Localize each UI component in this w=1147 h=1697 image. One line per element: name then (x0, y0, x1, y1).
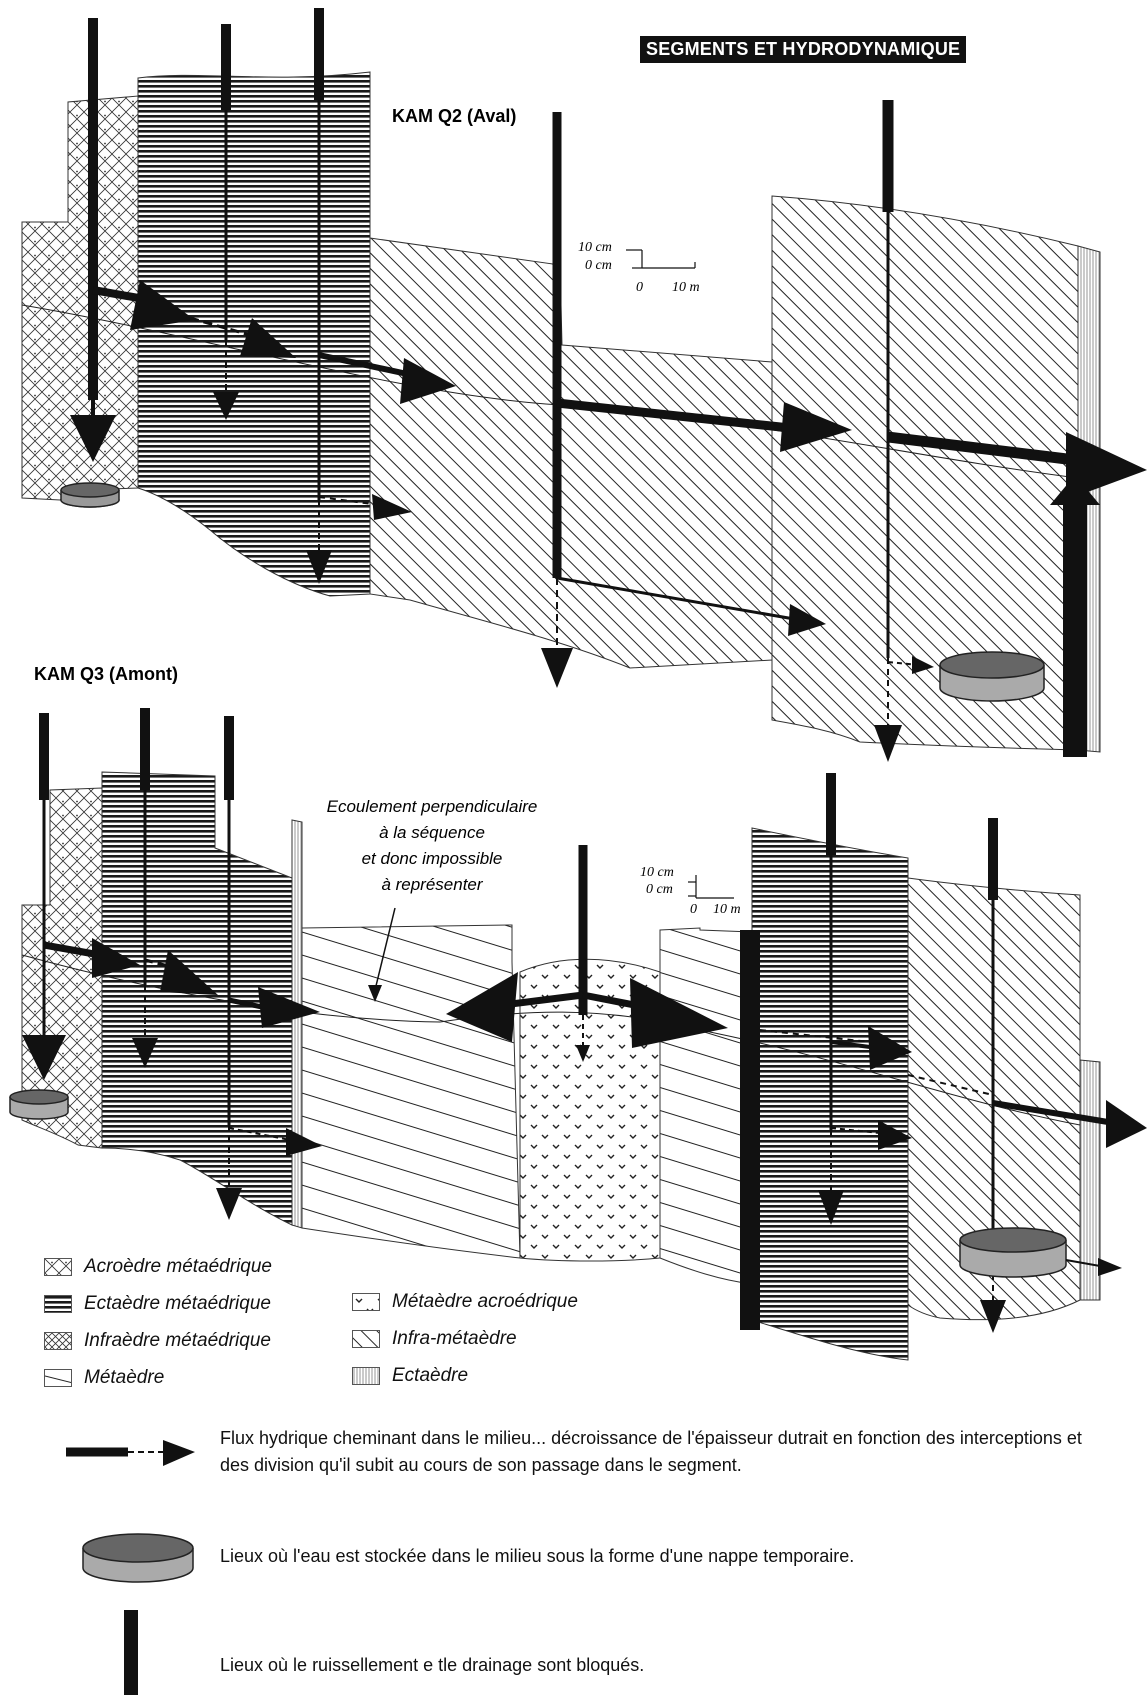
lower-metaedre-layer-right (659, 927, 753, 1285)
legend-label: Acroèdre métaédrique (84, 1256, 272, 1277)
annotation-line-2: à la séquence (379, 823, 485, 842)
lower-scale-hzero: 0 (690, 902, 697, 917)
lower-nappe-left (9, 1089, 69, 1120)
legend-item-meta-acro: Métaèdre acroédrique (352, 1290, 578, 1314)
lower-scale-vtop: 10 cm (640, 865, 674, 880)
legend-swatch-acro-meta (44, 1258, 72, 1276)
legend-item-ectaedre: Ectaèdre (352, 1364, 468, 1388)
upper-inframetaedre-layer-a (369, 237, 773, 669)
diagram-title: SEGMENTS ET HYDRODYNAMIQUE (640, 36, 967, 63)
upper-scale-hzero: 0 (636, 280, 643, 295)
upper-section (21, 8, 1147, 762)
annotation-note: Ecoulement perpendiculaire à la séquence… (282, 794, 582, 898)
legend-label: Métaèdre acroédrique (392, 1291, 578, 1312)
legend-swatch-ectaedre (352, 1367, 380, 1385)
lower-scale-vzero: 0 cm (646, 882, 673, 897)
lower-water-table (21, 954, 1081, 1126)
legend-item-acro-meta: Acroèdre métaédrique (44, 1255, 272, 1279)
key-blocked-symbol (124, 1610, 138, 1695)
legend-label: Ectaèdre métaédrique (84, 1293, 271, 1314)
legend-label: Infra-métaèdre (392, 1328, 517, 1349)
lower-metaedre-layer-left (301, 924, 521, 1259)
upper-nappe-left (60, 482, 120, 508)
legend-swatch-meta-acro (352, 1293, 380, 1311)
key-blocked-text: Lieux où le ruissellement e tle drainage… (220, 1655, 645, 1675)
legend-item-metaedre: Métaèdre (44, 1366, 164, 1390)
upper-scale-hend: 10 m (672, 280, 700, 295)
upper-scale-vtop: 10 cm (578, 240, 612, 255)
legend-label: Ectaèdre (392, 1365, 469, 1386)
legend-swatch-metaedre (44, 1369, 72, 1387)
legend-swatch-infra-meta (44, 1332, 72, 1350)
key-nappe-text: Lieux où l'eau est stockée dans le milie… (220, 1546, 855, 1566)
lower-section (9, 708, 1147, 1361)
legend-swatch-ecta-meta (44, 1295, 72, 1313)
upper-inframetaedre-layer-b (771, 195, 1079, 751)
key-flux-text: Flux hydrique cheminant dans le milieu..… (220, 1428, 1082, 1475)
section-label-lower: KAM Q3 (Amont) (34, 664, 178, 684)
upper-scale-bar (626, 249, 696, 269)
annotation-line-4: à représenter (381, 875, 483, 894)
lower-blocked-wall (740, 930, 760, 1330)
key-flux-symbol (66, 1440, 195, 1466)
upper-scale-vzero: 0 cm (585, 258, 612, 273)
annotation-line-3: et donc impossible (361, 849, 503, 868)
legend-item-infra-meta: Infraèdre métaédrique (44, 1329, 271, 1353)
legend-label: Métaèdre (84, 1367, 165, 1388)
legend-swatch-infra-metaedre (352, 1330, 380, 1348)
legend-label: Infraèdre métaédrique (84, 1330, 271, 1351)
section-label-upper: KAM Q2 (Aval) (392, 106, 517, 126)
legend-item-infra-metaedre: Infra-métaèdre (352, 1327, 517, 1351)
lower-scale-hend: 10 m (713, 902, 741, 917)
upper-nappe-right (939, 651, 1045, 702)
upper-blocked-wall (1063, 495, 1087, 757)
key-nappe-symbol (82, 1533, 194, 1583)
annotation-line-1: Ecoulement perpendiculaire (326, 797, 538, 816)
lower-scale-bar (688, 875, 734, 899)
legend-item-ecta-meta: Ectaèdre métaédrique (44, 1292, 271, 1316)
lower-nappe-right (959, 1227, 1067, 1278)
